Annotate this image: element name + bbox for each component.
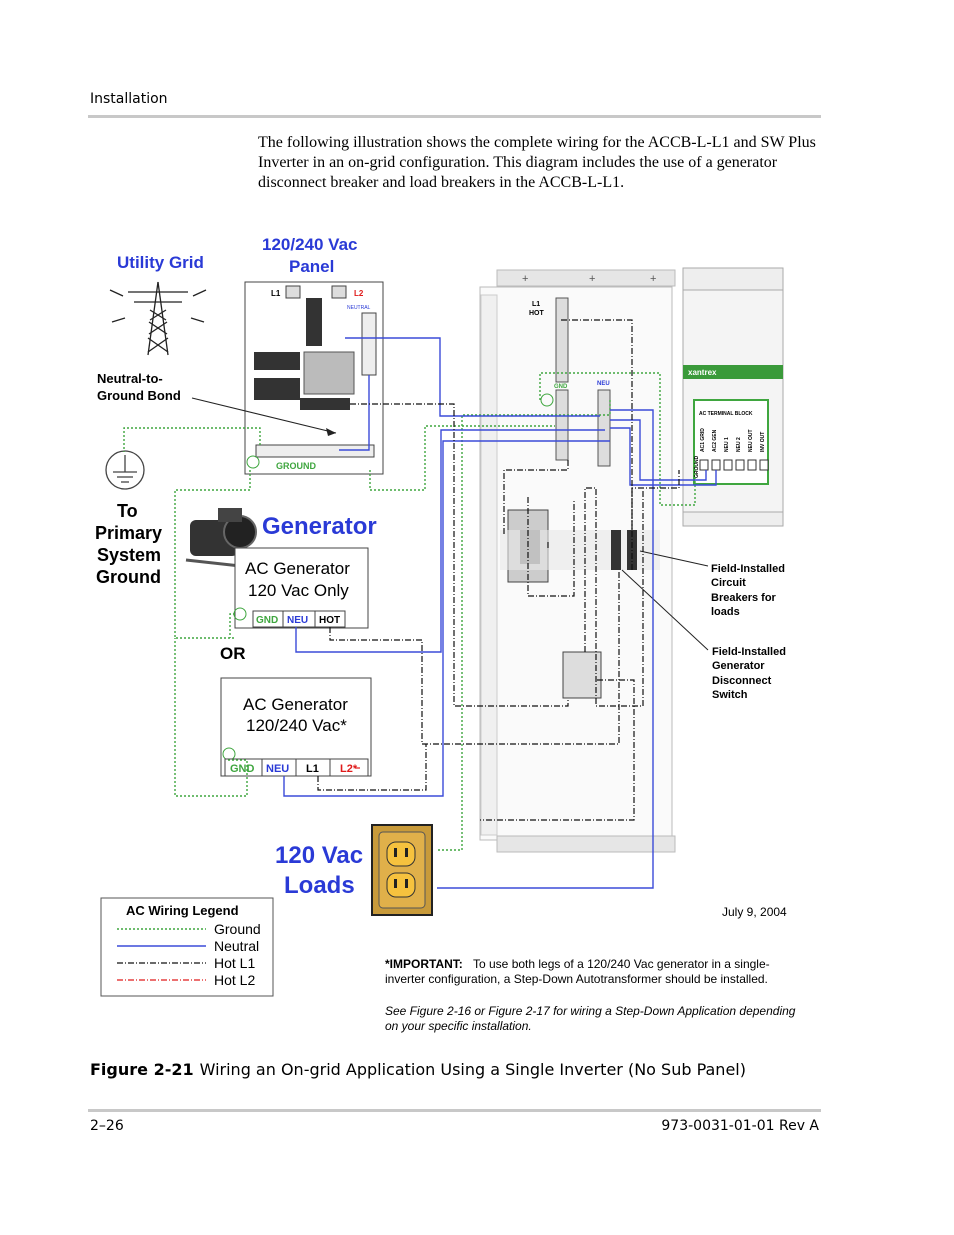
field-disconnect-2: Generator <box>712 660 765 672</box>
generator-title: Generator <box>262 513 377 540</box>
to-ground-3: System <box>97 545 161 565</box>
accb-l1hot-1: L1 <box>532 301 540 308</box>
wiring-legend: AC Wiring Legend Ground Neutral Hot L1 H… <box>100 897 274 997</box>
neutral-bond-label-1: Neutral-to- <box>97 371 163 386</box>
gen1-neu: NEU <box>287 615 308 626</box>
terminal-5: NEU OUT <box>748 430 754 453</box>
or-label: OR <box>220 644 246 663</box>
panel-neutral-label: NEUTRAL <box>347 305 371 311</box>
panel-l1-label: L1 <box>271 289 281 298</box>
important-text-1: To use both legs of a 120/240 Vac genera… <box>473 957 770 971</box>
svg-text:+: + <box>650 273 656 285</box>
diagram-date: July 9, 2004 <box>722 905 787 919</box>
terminal-2: AC2 GEN <box>712 429 718 452</box>
see-note-1: See Figure 2-16 or Figure 2-17 for wirin… <box>385 1004 796 1018</box>
transmission-tower-icon <box>109 281 207 356</box>
svg-text:+: + <box>589 273 595 285</box>
figure-text: Wiring an On-grid Application Using a Si… <box>199 1060 746 1079</box>
gen2-neu: NEU <box>266 763 289 775</box>
terminal-ground: GROUND <box>694 455 700 478</box>
header-rule <box>88 115 821 118</box>
legend-neutral: Neutral <box>214 938 259 954</box>
svg-text:+: + <box>522 273 528 285</box>
field-disconnect-4: Switch <box>712 689 748 701</box>
loads-title-2: Loads <box>284 872 355 899</box>
important-text-2: inverter configuration, a Step-Down Auto… <box>385 972 768 986</box>
terminal-screws <box>699 459 769 471</box>
terminal-6: INV OUT <box>760 432 766 452</box>
page-number: 2–26 <box>90 1118 124 1134</box>
field-breakers-3: Breakers for <box>711 592 777 604</box>
to-ground-1: To <box>117 501 138 521</box>
gen1-gnd: GND <box>256 615 278 626</box>
to-ground-4: Ground <box>96 567 161 587</box>
field-disconnect-1: Field-Installed <box>712 646 786 658</box>
panel-l2-label: L2 <box>354 289 364 298</box>
gen2-gnd: GND <box>230 763 255 775</box>
legend-ground: Ground <box>214 921 261 937</box>
footer-rule <box>88 1109 821 1112</box>
gen2-line2: 120/240 Vac* <box>246 716 347 735</box>
loads-title-1: 120 Vac <box>275 842 363 869</box>
panel-title-1: 120/240 Vac <box>262 235 357 254</box>
gen2-l2: L2* <box>340 763 358 775</box>
neutral-bond-label-2: Ground Bond <box>97 388 181 403</box>
utility-grid-title: Utility Grid <box>117 253 204 272</box>
field-breakers-1: Field-Installed <box>711 563 785 575</box>
legend-hot-l2: Hot L2 <box>214 972 255 988</box>
gen1-line1: AC Generator <box>245 559 350 578</box>
outlet-icon <box>371 824 433 916</box>
xantrex-logo: xantrex <box>688 368 717 377</box>
figure-caption: Figure 2-21 Wiring an On-grid Application… <box>90 1060 746 1079</box>
accb-neu-label: NEU <box>597 381 610 387</box>
legend-hot-l1: Hot L1 <box>214 955 255 971</box>
ground-symbol-icon <box>105 450 145 490</box>
terminal-block-label: AC TERMINAL BLOCK <box>699 411 753 417</box>
hot-l1-wires <box>317 319 680 821</box>
intro-paragraph: The following illustration shows the com… <box>258 134 816 191</box>
field-breakers-2: Circuit <box>711 577 746 589</box>
terminal-4: NEU 2 <box>736 437 742 452</box>
see-note-2: on your specific installation. <box>385 1019 532 1033</box>
figure-label: Figure 2-21 <box>90 1060 194 1079</box>
gen1-hot: HOT <box>319 615 340 626</box>
main-panel: L1 L2 NEUTRAL GROUND <box>244 281 384 475</box>
gen2-l1: L1 <box>306 763 319 775</box>
document-number: 973-0031-01-01 Rev A <box>661 1118 819 1134</box>
terminal-3: NEU 1 <box>724 437 730 452</box>
legend-title: AC Wiring Legend <box>126 903 239 918</box>
to-ground-2: Primary <box>95 523 162 543</box>
panel-title-2: Panel <box>289 257 334 276</box>
section-header: Installation <box>90 91 168 107</box>
gen2-line1: AC Generator <box>243 695 348 714</box>
panel-ground-label: GROUND <box>276 461 316 471</box>
accb-gnd-label: GND <box>554 384 568 390</box>
inverter <box>682 267 784 527</box>
field-breakers-4: loads <box>711 606 740 618</box>
terminal-1: AC1 GRID <box>700 428 706 452</box>
important-label: *IMPORTANT: <box>385 957 463 971</box>
accb-l1hot-2: HOT <box>529 310 545 317</box>
gen1-line2: 120 Vac Only <box>248 581 349 600</box>
neutral-wires <box>283 337 717 889</box>
field-disconnect-3: Disconnect <box>712 675 772 687</box>
